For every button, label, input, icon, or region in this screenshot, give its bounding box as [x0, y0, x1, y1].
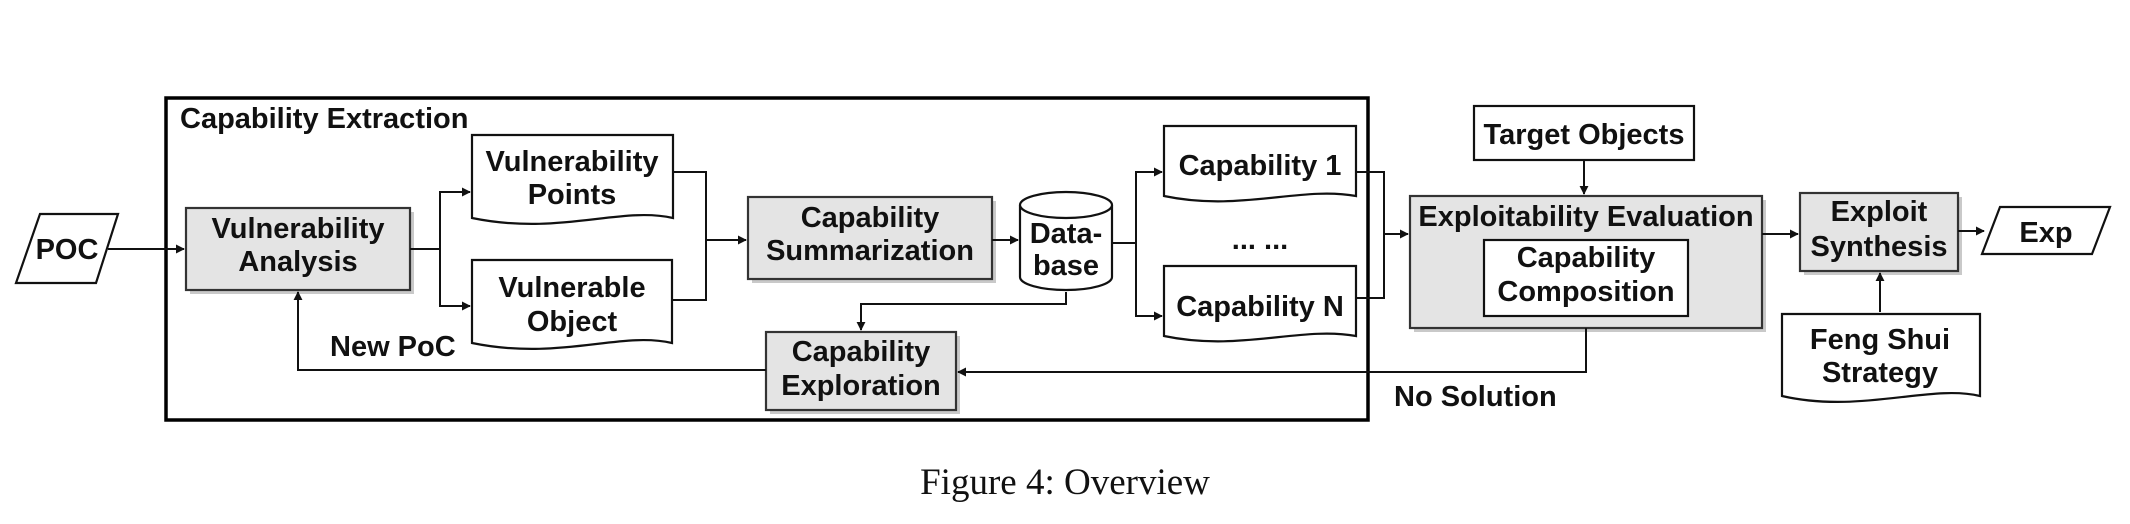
vulnerability-analysis-box — [184, 206, 412, 292]
database-label-1: Data- — [1030, 218, 1103, 250]
capability-composition-label-1: Capability — [1517, 242, 1656, 274]
feng-shui-label-1: Feng Shui — [1810, 324, 1950, 356]
exploit-synthesis-label-2: Synthesis — [1811, 231, 1948, 263]
edge-no-solution — [957, 328, 1587, 377]
capability-1-doc — [1162, 124, 1358, 203]
edge-object-to-summarization — [672, 240, 707, 301]
capability-1-label: Capability 1 — [1179, 150, 1342, 182]
feng-shui-strategy-doc — [1780, 312, 1982, 403]
capability-composition-box — [1482, 238, 1690, 318]
database-cylinder — [1018, 190, 1114, 292]
exp-output-shape — [1980, 205, 2112, 256]
poc-label: POC — [36, 234, 99, 266]
edge-database-to-cap1 — [1112, 167, 1163, 244]
edge-points-to-summarization — [673, 171, 747, 245]
vulnerability-points-label-1: Vulnerability — [486, 146, 659, 178]
capability-exploration-label-2: Exploration — [781, 370, 941, 402]
poc-input-shape — [14, 212, 120, 285]
no-solution-label: No Solution — [1394, 381, 1557, 413]
edges — [108, 160, 1985, 377]
edge-cap1-to-evaluation — [1356, 171, 1409, 239]
exp-label: Exp — [2019, 217, 2072, 249]
capability-ellipsis: ... ... — [1232, 224, 1288, 256]
vulnerability-points-doc — [470, 133, 675, 225]
capability-n-label: Capability N — [1176, 291, 1344, 323]
capability-summarization-box — [746, 195, 994, 281]
edge-analysis-to-points — [410, 187, 471, 250]
capability-composition-label-2: Composition — [1497, 276, 1674, 308]
vulnerability-analysis-label-2: Analysis — [238, 246, 357, 278]
new-poc-label: New PoC — [330, 331, 456, 363]
capability-summarization-label-1: Capability — [801, 202, 940, 234]
capability-extraction-title: Capability Extraction — [180, 103, 468, 135]
exploit-synthesis-label-1: Exploit — [1831, 196, 1928, 228]
exploitability-evaluation-label: Exploitability Evaluation — [1418, 201, 1753, 233]
edge-database-to-capn — [1135, 243, 1163, 321]
capability-exploration-label-1: Capability — [792, 336, 931, 368]
edge-new-poc — [293, 291, 766, 371]
feng-shui-label-2: Strategy — [1822, 357, 1938, 389]
capability-summarization-label-2: Summarization — [766, 235, 974, 267]
vulnerability-analysis-label-1: Vulnerability — [212, 213, 385, 245]
capability-n-doc — [1162, 264, 1358, 343]
figure-caption: Figure 4: Overview — [920, 462, 1210, 503]
vulnerable-object-doc — [470, 258, 674, 350]
vulnerability-points-label-2: Points — [528, 179, 617, 211]
vulnerable-object-label-2: Object — [527, 306, 618, 338]
edge-analysis-to-object — [439, 249, 471, 311]
database-label-2: base — [1033, 250, 1099, 282]
edge-database-to-exploration — [856, 292, 1067, 331]
edge-capn-to-evaluation — [1356, 234, 1385, 299]
capability-extraction-frame — [164, 96, 1370, 422]
vulnerable-object-label-1: Vulnerable — [498, 272, 645, 304]
target-objects-label: Target Objects — [1484, 119, 1685, 151]
